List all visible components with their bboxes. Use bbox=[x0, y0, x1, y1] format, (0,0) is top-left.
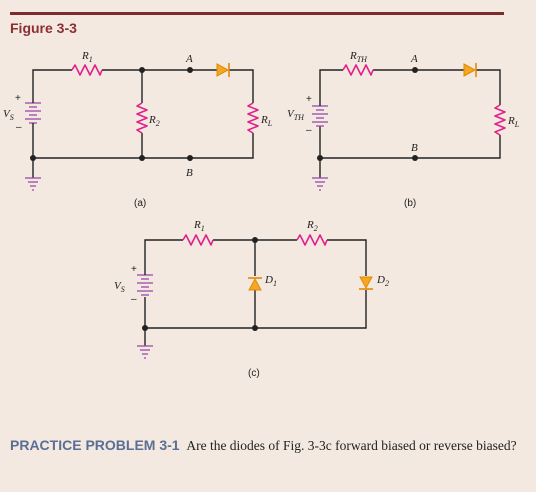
wire-a-top-right bbox=[229, 69, 254, 103]
practice-heading: PRACTICE PROBLEM 3-1 bbox=[10, 437, 180, 453]
label-vs-c: VS bbox=[114, 280, 125, 294]
label-node-a: A bbox=[185, 53, 193, 65]
junction-a-top bbox=[139, 67, 145, 73]
ground-c bbox=[137, 345, 153, 359]
junction-c-ground bbox=[142, 325, 148, 331]
caption-b: (b) bbox=[404, 198, 416, 209]
label-d2: D2 bbox=[376, 274, 389, 288]
junction-a-ground bbox=[30, 155, 36, 161]
diode-b bbox=[463, 63, 477, 77]
label-vth-b: VTH bbox=[287, 108, 305, 122]
label-node-a-b: A bbox=[410, 53, 418, 65]
diode-d2 bbox=[359, 276, 373, 290]
label-node-b: B bbox=[186, 167, 193, 179]
label-d1: D1 bbox=[264, 274, 277, 288]
circuit-a: R1 R2 RL VS + – A B (a) bbox=[3, 50, 273, 209]
battery-a bbox=[25, 100, 41, 125]
label-r1-c: R1 bbox=[193, 219, 205, 233]
wire-c-left-top bbox=[144, 239, 183, 272]
diode-a bbox=[216, 63, 230, 77]
wire-c-right-top bbox=[327, 239, 367, 276]
node-a-terminal-b bbox=[412, 67, 418, 73]
node-b-terminal bbox=[187, 155, 193, 161]
battery-c bbox=[137, 272, 153, 296]
circuit-b: RTH RL VTH + – A B (b) bbox=[287, 50, 520, 209]
node-a-terminal bbox=[187, 67, 193, 73]
title-rule bbox=[10, 12, 504, 15]
diode-d1 bbox=[248, 277, 262, 291]
minus-sign-a: – bbox=[16, 122, 22, 133]
ground-a bbox=[25, 177, 41, 191]
resistor-rl-b bbox=[494, 104, 506, 136]
ground-b bbox=[312, 177, 328, 191]
battery-b bbox=[312, 103, 328, 127]
label-rl-b: RL bbox=[507, 115, 520, 129]
minus-sign-c: – bbox=[131, 294, 137, 305]
label-r2-a: R2 bbox=[148, 114, 160, 128]
resistor-rl-a bbox=[247, 102, 259, 134]
resistor-rth-b bbox=[342, 64, 374, 76]
figure-title: Figure 3-3 bbox=[10, 20, 77, 36]
practice-text: Are the diodes of Fig. 3-3c forward bias… bbox=[186, 438, 517, 453]
label-rl-a: RL bbox=[260, 114, 273, 128]
circuit-c: R1 R2 D1 D2 VS + – (c) bbox=[114, 219, 389, 379]
caption-c: (c) bbox=[248, 368, 260, 379]
wire-a-bottom bbox=[32, 125, 254, 159]
wire-b-left-top bbox=[319, 69, 343, 103]
wire-b-top-right bbox=[476, 69, 501, 105]
junction-c-top bbox=[252, 237, 258, 243]
wire-a-left-top bbox=[32, 69, 72, 100]
minus-sign-b: – bbox=[306, 125, 312, 136]
figure-3-3-diagram: R1 R2 RL VS + – A B (a) bbox=[3, 50, 520, 379]
label-r1-a: R1 bbox=[81, 50, 93, 64]
plus-sign-a: + bbox=[15, 93, 21, 104]
resistor-r1-c bbox=[182, 234, 214, 246]
junction-c-bottom bbox=[252, 325, 258, 331]
practice-problem: PRACTICE PROBLEM 3-1 Are the diodes of F… bbox=[10, 436, 525, 455]
junction-a-bottom bbox=[139, 155, 145, 161]
node-b-terminal-b bbox=[412, 155, 418, 161]
junction-b-ground bbox=[317, 155, 323, 161]
label-r2-c: R2 bbox=[306, 219, 318, 233]
label-node-b-b: B bbox=[411, 142, 418, 154]
wire-b-bottom bbox=[319, 126, 501, 159]
plus-sign-c: + bbox=[131, 264, 137, 275]
resistor-r2-a bbox=[136, 102, 148, 134]
resistor-r1-a bbox=[71, 64, 103, 76]
label-rth-b: RTH bbox=[349, 50, 368, 64]
label-vs-a: VS bbox=[3, 108, 14, 122]
resistor-r2-c bbox=[296, 234, 328, 246]
plus-sign-b: + bbox=[306, 94, 312, 105]
caption-a: (a) bbox=[134, 198, 146, 209]
